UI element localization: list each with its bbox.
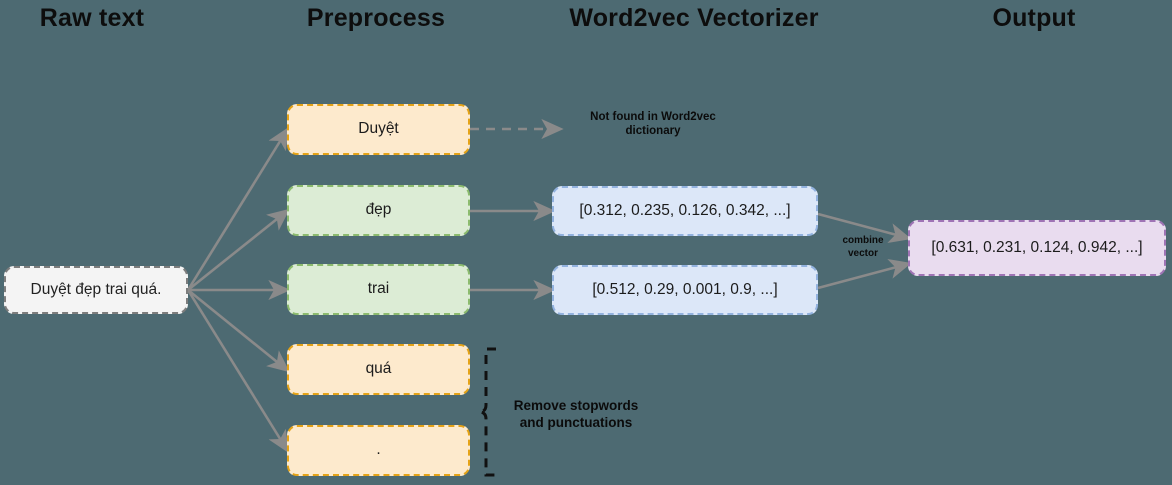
edge-raw-to-dot xyxy=(186,289,289,454)
node-token-dep[interactable]: đẹp xyxy=(287,185,470,236)
column-title-output: Output xyxy=(992,4,1076,32)
node-raw-text[interactable]: Duyệt đẹp trai quá. xyxy=(4,266,188,314)
edge-raw-to-duyet xyxy=(186,126,289,291)
annotation-combine-vector: combine vector xyxy=(842,235,884,259)
column-title-preprocess: Preprocess xyxy=(306,4,446,32)
node-vector-dep[interactable]: [0.312, 0.235, 0.126, 0.342, ...] xyxy=(552,186,818,236)
annotation-remove-stopwords: Remove stopwords and punctuations xyxy=(513,398,639,430)
annotation-not-found-in-dictionary: Not found in Word2vec dictionary xyxy=(590,111,716,138)
edge-group-vectorize xyxy=(470,200,556,301)
edge-group-tokenize xyxy=(186,126,291,454)
node-token-trai[interactable]: trai xyxy=(287,264,470,315)
node-vector-trai[interactable]: [0.512, 0.29, 0.001, 0.9, ...] xyxy=(552,265,818,315)
edge-raw-to-qua xyxy=(187,288,290,373)
brace-removed-tokens xyxy=(478,347,496,477)
edge-raw-to-dep xyxy=(187,208,290,292)
column-title-raw-text: Raw text xyxy=(39,4,145,32)
edge-vector2-to-output xyxy=(817,259,912,290)
node-token-duyet[interactable]: Duyệt xyxy=(287,104,470,155)
node-token-punctuation[interactable]: . xyxy=(287,425,470,476)
node-token-qua[interactable]: quá xyxy=(287,344,470,395)
node-output-vector[interactable]: [0.631, 0.231, 0.124, 0.942, ...] xyxy=(908,220,1166,276)
column-title-word2vec-vectorizer: Word2vec Vectorizer xyxy=(569,4,819,32)
